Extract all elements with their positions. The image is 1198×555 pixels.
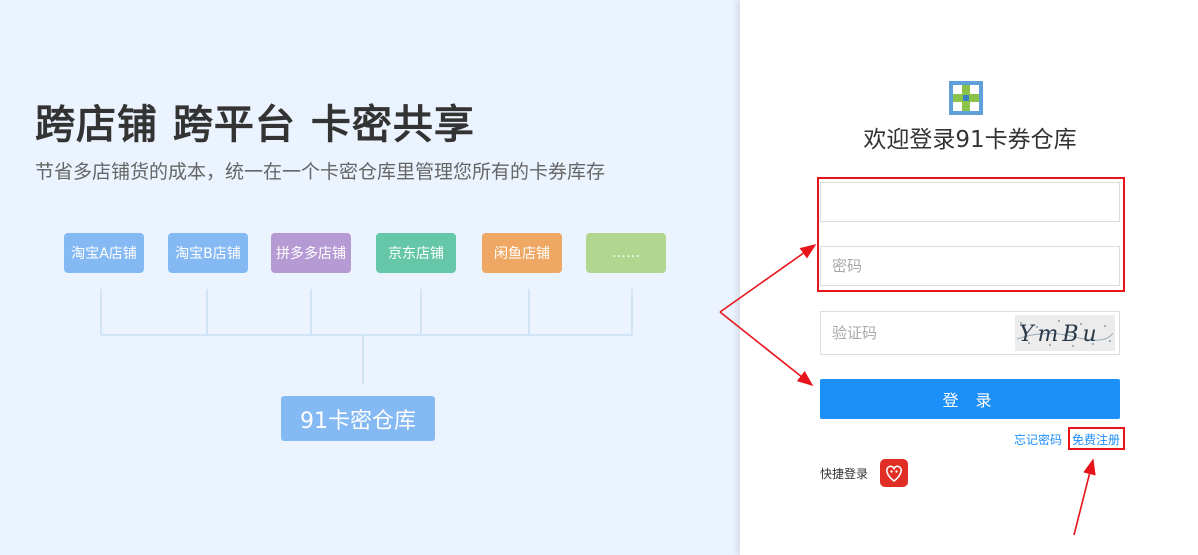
captcha-text: YmBu [1019, 322, 1101, 347]
hero-subtitle: 节省多店铺货的成本，统一在一个卡密仓库里管理您所有的卡券库存 [35, 161, 606, 183]
welcome-title: 欢迎登录91卡券仓库 [863, 127, 1077, 153]
quick-login-label: 快捷登录 [820, 467, 869, 481]
connector-lines [100, 289, 633, 384]
pinduoduo-icon[interactable] [880, 459, 908, 487]
store-tag-jd: 京东店铺 [376, 233, 456, 273]
warehouse-box: 91卡密仓库 [281, 396, 435, 441]
store-tag-xianyu: 闲鱼店铺 [482, 233, 562, 273]
hero-title: 跨店铺 跨平台 卡密共享 [35, 102, 475, 148]
username-input[interactable] [820, 182, 1120, 222]
forgot-password-link[interactable]: 忘记密码 [1014, 433, 1063, 447]
store-tag-more: …… [586, 233, 666, 273]
store-tag-taobao-b: 淘宝B店铺 [168, 233, 248, 273]
store-tag-pinduoduo: 拼多多店铺 [271, 233, 351, 273]
captcha-image[interactable]: YmBu [1015, 315, 1115, 351]
register-highlight-box [1068, 427, 1125, 450]
store-tag-taobao-a: 淘宝A店铺 [64, 233, 144, 273]
login-button[interactable]: 登 录 [820, 379, 1120, 419]
register-link[interactable]: 免费注册 [1072, 433, 1121, 447]
app-logo-icon [949, 81, 983, 115]
credentials-highlight-box [817, 177, 1125, 292]
password-input[interactable] [820, 246, 1120, 286]
left-promo-panel: 跨店铺 跨平台 卡密共享 节省多店铺货的成本，统一在一个卡密仓库里管理您所有的卡… [0, 0, 740, 555]
